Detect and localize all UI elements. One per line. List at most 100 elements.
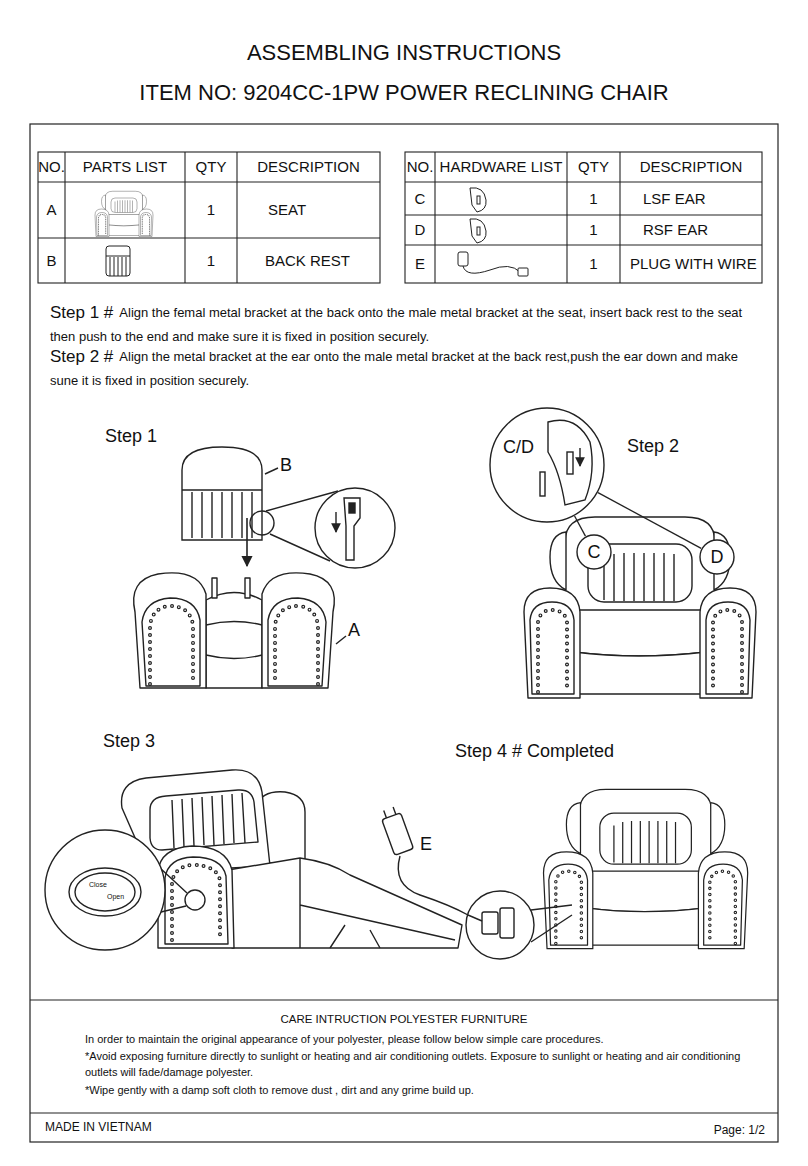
table-cell: DESCRIPTION	[257, 158, 360, 175]
reclined-chair-drawing	[185, 890, 205, 910]
back-rest-drawing	[315, 488, 395, 568]
parts-table	[38, 237, 380, 238]
callout-letter: D	[711, 547, 724, 568]
page-frame	[30, 124, 778, 1142]
ear-icon	[470, 188, 486, 243]
label-text: A	[348, 620, 360, 641]
back-rest-icon	[106, 246, 130, 276]
table-cell: QTY	[578, 158, 609, 175]
page-frame	[30, 124, 778, 1142]
reclined-chair-drawing	[172, 793, 245, 848]
seat-drawing	[275, 606, 318, 684]
magnifier-circle	[489, 407, 605, 523]
back-rest-drawing	[182, 490, 262, 538]
reclined-chair-drawing	[158, 846, 234, 948]
ear-detail	[567, 452, 573, 474]
back-rest-drawing	[344, 498, 360, 560]
reclined-chair-drawing	[172, 865, 220, 940]
plug-drawing	[382, 813, 414, 856]
instruction-text: *Avoid exposing furniture directly to su…	[85, 1048, 765, 1080]
reclined-chair-drawing	[300, 858, 455, 948]
reclined-chair-drawing	[172, 865, 220, 940]
label-text: Step 1	[105, 426, 157, 447]
ear-detail	[579, 448, 580, 466]
instruction-text: In order to maintain the original appear…	[85, 1031, 765, 1047]
label-text: Page: 1/2	[714, 1124, 765, 1138]
seat-drawing	[212, 578, 217, 598]
table-cell: PARTS LIST	[83, 158, 167, 175]
page-frame	[30, 999, 778, 1000]
reclined-chair-drawing	[69, 868, 141, 916]
label-text: ITEM NO: 9204CC-1PW POWER RECLINING CHAI…	[139, 80, 668, 105]
table-cell: PLUG WITH WIRE	[630, 255, 757, 272]
magnifier-circle	[490, 408, 604, 522]
label-text: Open	[106, 893, 125, 901]
table-cell: 1	[207, 252, 215, 269]
seat-drawing	[245, 578, 250, 598]
back-rest-icon	[106, 246, 130, 276]
label-text: MADE IN VIETNAM	[45, 1121, 152, 1135]
leader-line	[575, 516, 586, 536]
leader-line	[598, 493, 701, 549]
plug-drawing	[500, 908, 514, 938]
ear-detail	[540, 472, 545, 496]
ear-icon	[470, 219, 486, 243]
label-text: B	[280, 455, 292, 476]
table-cell: HARDWARE LIST	[440, 158, 563, 175]
reclined-chair-drawing	[228, 858, 462, 948]
seat-icon	[95, 191, 153, 236]
hardware-table	[434, 152, 435, 283]
instruction-text: Align the metal bracket at the ear onto …	[50, 345, 762, 393]
seat-drawing	[134, 573, 206, 688]
table-cell: B	[46, 252, 56, 269]
plug-drawing	[468, 915, 482, 921]
table-cell: 1	[207, 201, 215, 218]
seat-drawing	[268, 598, 326, 686]
chair-drawing	[524, 517, 756, 698]
table-cell: D	[415, 221, 426, 238]
reclined-chair-drawing	[165, 857, 228, 944]
plug-drawing	[466, 891, 534, 959]
table-cell: NO.	[38, 158, 65, 175]
ear-icon	[477, 196, 480, 204]
seat-drawing	[150, 606, 193, 684]
plug-icon	[518, 268, 528, 276]
callout-letter: C/D	[503, 437, 534, 458]
back-rest-icon	[106, 256, 130, 276]
table-cell: C	[415, 190, 426, 207]
hardware-table	[405, 214, 762, 215]
table-cell: RSF EAR	[643, 221, 708, 238]
label-text: Step 2	[627, 436, 679, 457]
ear-detail	[540, 420, 592, 505]
plug-drawing	[482, 912, 498, 934]
callout-circle: C	[576, 534, 612, 570]
label-text: Close	[88, 881, 108, 889]
seat-drawing	[262, 573, 334, 688]
label-text: CARE INTRUCTION POLYESTER FURNITURE	[280, 1013, 527, 1026]
page-frame	[30, 1112, 778, 1113]
plug-drawing	[531, 905, 572, 942]
parts-table	[236, 152, 237, 283]
parts-table	[38, 181, 380, 182]
seat-drawing	[275, 606, 318, 684]
back-rest-drawing	[265, 468, 278, 474]
label-text: Step 4 # Completed	[455, 741, 614, 762]
parts-table	[184, 152, 185, 283]
table-cell: 1	[589, 190, 597, 207]
parts-table	[38, 152, 380, 283]
table-cell: A	[46, 201, 56, 218]
label-text: E	[420, 834, 432, 855]
magnifier-circle: C/D	[489, 407, 605, 523]
callout-circle: D	[699, 539, 735, 575]
plug-drawing	[379, 805, 414, 855]
hardware-table	[405, 152, 762, 283]
table-cell: NO.	[407, 158, 434, 175]
reclined-chair-drawing	[45, 830, 165, 950]
table-cell: QTY	[196, 158, 227, 175]
instruction-text: *Wipe gently with a damp soft cloth to r…	[85, 1082, 765, 1098]
table-cell: E	[415, 255, 425, 272]
hardware-table	[405, 244, 762, 245]
callout-circle	[700, 540, 734, 574]
table-cell: DESCRIPTION	[640, 158, 743, 175]
reclined-chair-drawing	[150, 790, 258, 850]
